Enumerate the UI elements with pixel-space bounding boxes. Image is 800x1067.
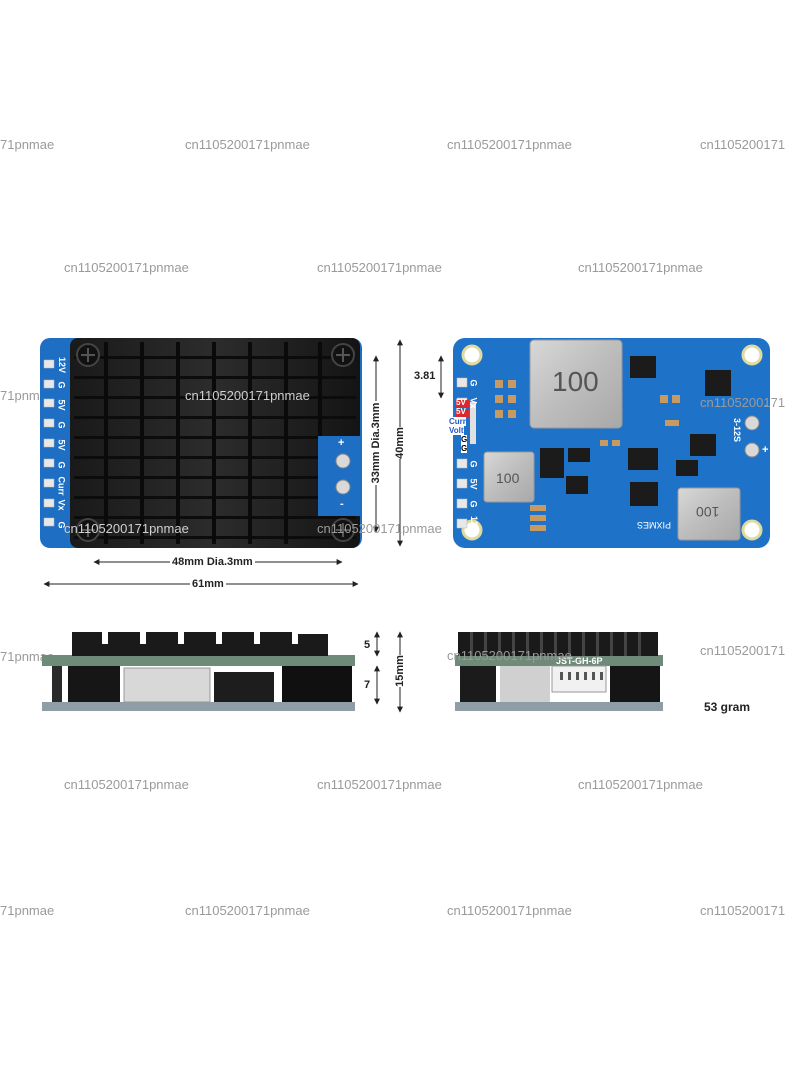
watermark: cn1105200171pnmae bbox=[64, 777, 189, 792]
front-pin-label: 5V bbox=[56, 439, 67, 451]
watermark: 71pnmae bbox=[0, 903, 55, 918]
front-pin-label: 5V bbox=[56, 399, 67, 411]
side-bottom-height-label: 7 bbox=[364, 679, 371, 691]
watermark: cn1105200171pnmae bbox=[185, 903, 310, 918]
watermark: cn1105200171pnmae bbox=[447, 137, 572, 152]
front-pin-label: G bbox=[56, 461, 67, 469]
width-inner-label: 48mm Dia.3mm bbox=[170, 556, 255, 568]
weight-label: 53 gram bbox=[704, 700, 751, 714]
watermark: cn1105200171pnmae bbox=[64, 260, 189, 275]
terminal-plus-label: + bbox=[338, 437, 345, 449]
screw-icon bbox=[76, 343, 355, 542]
back-pin-label: 5V bbox=[468, 478, 479, 490]
watermark: 71pnmae bbox=[0, 649, 55, 664]
height-outer-label: 40mm bbox=[394, 427, 406, 459]
back-pin-label: 12V bbox=[469, 515, 480, 533]
back-board bbox=[453, 338, 770, 548]
brand-logo: PIXMES bbox=[637, 520, 672, 530]
inductor-right-marking: 100 bbox=[696, 504, 720, 520]
watermark: cn1105200171pnmae bbox=[64, 521, 189, 536]
front-board bbox=[40, 338, 362, 548]
terminal-minus-label: - bbox=[764, 400, 768, 412]
front-pin-label: Curr bbox=[56, 476, 67, 496]
watermark: cn1105200171 bbox=[700, 643, 786, 658]
pin-tag-curr: Curr bbox=[449, 417, 466, 426]
watermark: cn1105200171pnmae bbox=[578, 777, 703, 792]
front-pin-label: G bbox=[56, 381, 67, 389]
pin-tag-5v: 5V bbox=[456, 398, 466, 407]
watermark: cn1105200171pnmae bbox=[447, 648, 572, 663]
back-pin-label: Vx bbox=[468, 397, 479, 409]
front-pin-label: G bbox=[56, 421, 67, 429]
watermark: cn1105200171pnmae bbox=[317, 521, 442, 536]
watermark: cn1105200171 bbox=[700, 137, 786, 152]
watermark: cn1105200171pnmae bbox=[185, 388, 310, 403]
pin-pitch-label: 3.81 bbox=[414, 370, 436, 382]
pin-tag-g: G bbox=[461, 444, 468, 453]
side-top-height-label: 5 bbox=[364, 639, 371, 651]
inductor-small-marking: 100 bbox=[496, 470, 520, 486]
watermark: cn1105200171pnmae bbox=[447, 903, 572, 918]
watermark: 71pnmae bbox=[0, 137, 55, 152]
terminal-minus-label: - bbox=[340, 498, 344, 510]
front-pin-label: 12V bbox=[57, 356, 68, 374]
watermark: cn1105200171 bbox=[700, 903, 786, 918]
back-pin-label: G bbox=[468, 500, 479, 508]
watermark: cn1105200171pnmae bbox=[317, 260, 442, 275]
back-pin-label: G bbox=[468, 460, 479, 468]
terminal-plus-label: + bbox=[762, 444, 769, 456]
side-view-front bbox=[42, 632, 355, 711]
side-total-height-label: 15mm bbox=[394, 655, 406, 687]
connector-label: JST-GH-6P bbox=[556, 656, 603, 666]
watermark: cn1105200171pnmae bbox=[185, 137, 310, 152]
pin-tag-5v: 5V bbox=[456, 407, 466, 416]
battery-range-label: 3-12S bbox=[732, 417, 743, 443]
pin-tag-g: G bbox=[461, 435, 468, 444]
watermark: cn1105200171 bbox=[700, 395, 786, 410]
height-inner-label: 33mm Dia.3mm bbox=[370, 401, 382, 485]
front-pin-label: Vx bbox=[56, 499, 67, 511]
pin-tag-volt: Volt bbox=[449, 426, 464, 435]
width-outer-label: 61mm bbox=[190, 578, 226, 590]
back-pin-label: G bbox=[468, 379, 479, 387]
side-view-back bbox=[455, 632, 663, 711]
watermark: cn1105200171pnmae bbox=[578, 260, 703, 275]
inductor-large-marking: 100 bbox=[552, 366, 599, 397]
watermark: cn1105200171pnmae bbox=[317, 777, 442, 792]
